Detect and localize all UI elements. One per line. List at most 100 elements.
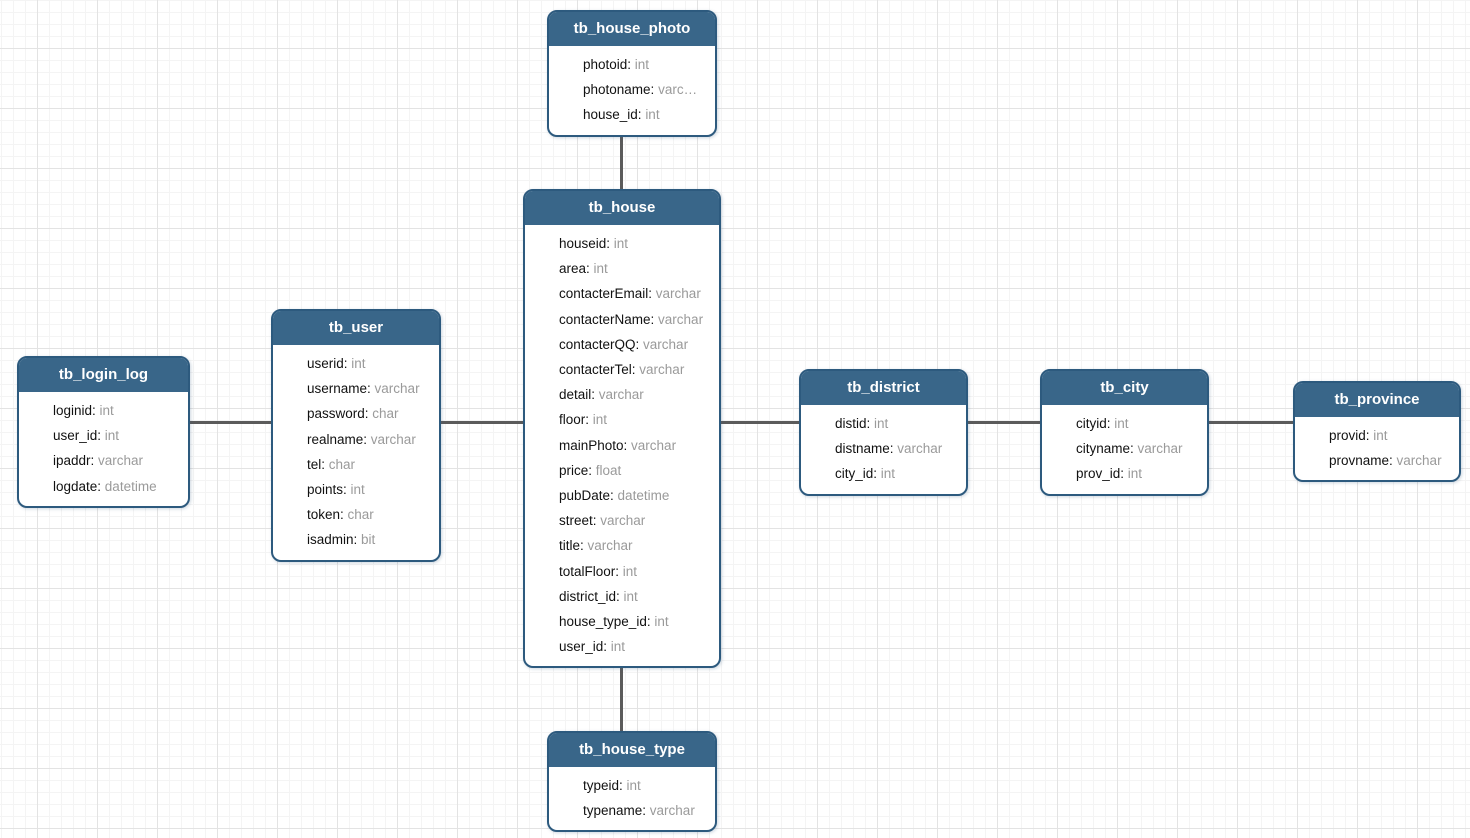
field-name: points: — [307, 482, 351, 498]
entity-title-tb_house_photo[interactable]: tb_house_photo — [549, 12, 715, 46]
field-type: int — [622, 563, 638, 579]
field-realname[interactable]: realname: varchar — [307, 427, 433, 452]
field-city_id[interactable]: city_id: int — [835, 461, 960, 486]
field-title[interactable]: title: varchar — [559, 533, 713, 558]
field-token[interactable]: token: char — [307, 502, 433, 527]
relationship-connector-house_photo-house[interactable] — [620, 131, 623, 191]
field-area[interactable]: area: int — [559, 256, 713, 281]
field-name: cityid: — [1076, 416, 1115, 431]
field-name: token: — [307, 507, 348, 523]
field-street[interactable]: street: varchar — [559, 508, 713, 533]
field-totalFloor[interactable]: totalFloor: int — [559, 559, 713, 584]
field-provname[interactable]: provname: varchar — [1329, 448, 1453, 473]
field-prov_id[interactable]: prov_id: int — [1076, 461, 1201, 486]
entity-title-tb_user[interactable]: tb_user — [273, 311, 439, 345]
field-password[interactable]: password: char — [307, 401, 433, 426]
field-cityid[interactable]: cityid: int — [1076, 411, 1201, 436]
field-contacterQQ[interactable]: contacterQQ: varchar — [559, 332, 713, 357]
field-type: float — [595, 462, 622, 478]
field-house_type_id[interactable]: house_type_id: int — [559, 609, 713, 634]
entity-title-tb_login_log[interactable]: tb_login_log — [19, 358, 188, 392]
field-ipaddr[interactable]: ipaddr: varchar — [53, 448, 182, 473]
entity-title-tb_house_type[interactable]: tb_house_type — [549, 733, 715, 767]
field-type: varchar — [643, 336, 689, 352]
entity-title-tb_district[interactable]: tb_district — [801, 371, 966, 405]
field-photoid[interactable]: photoid: int — [583, 52, 709, 77]
field-name: title: — [559, 538, 588, 554]
field-isadmin[interactable]: isadmin: bit — [307, 527, 433, 552]
field-mainPhoto[interactable]: mainPhoto: varchar — [559, 433, 713, 458]
field-contacterTel[interactable]: contacterTel: varchar — [559, 357, 713, 382]
field-tel[interactable]: tel: char — [307, 452, 433, 477]
field-name: provname: — [1329, 453, 1397, 469]
field-name: floor: — [559, 412, 593, 428]
field-name: houseid: — [559, 236, 614, 251]
relationship-connector-user-house[interactable] — [439, 421, 525, 424]
field-type: int — [592, 412, 608, 428]
field-type: int — [654, 614, 669, 630]
field-pubDate[interactable]: pubDate: datetime — [559, 483, 713, 508]
field-type: int — [1127, 466, 1143, 482]
field-contacterName[interactable]: contacterName: varchar — [559, 307, 713, 332]
field-name: mainPhoto: — [559, 437, 632, 453]
field-type: varchar — [649, 803, 695, 819]
field-district_id[interactable]: district_id: int — [559, 584, 713, 609]
field-contacterEmail[interactable]: contacterEmail: varchar — [559, 281, 713, 306]
field-distname[interactable]: distname: varchar — [835, 436, 960, 461]
field-userid[interactable]: userid: int — [307, 351, 433, 376]
field-type: int — [613, 236, 629, 251]
relationship-connector-login_log-user[interactable] — [188, 421, 273, 424]
relationship-connector-house-house_type[interactable] — [620, 663, 623, 733]
field-name: contacterTel: — [559, 362, 640, 378]
field-type: int — [104, 428, 120, 444]
field-price[interactable]: price: float — [559, 458, 713, 483]
entity-title-tb_province[interactable]: tb_province — [1295, 383, 1459, 417]
field-type: bit — [361, 532, 376, 548]
field-type: datetime — [617, 488, 670, 504]
field-name: distid: — [835, 416, 875, 431]
field-name: loginid: — [53, 403, 100, 418]
field-provid[interactable]: provid: int — [1329, 423, 1453, 448]
field-user_id[interactable]: user_id: int — [53, 423, 182, 448]
relationship-connector-house-district[interactable] — [719, 421, 801, 424]
field-type: int — [1114, 416, 1129, 431]
field-name: typeid: — [583, 778, 627, 793]
field-name: user_id: — [559, 639, 611, 655]
field-type: varchar — [658, 311, 704, 327]
field-name: username: — [307, 381, 375, 397]
field-loginid[interactable]: loginid: int — [53, 398, 182, 423]
field-logdate[interactable]: logdate: datetime — [53, 474, 182, 499]
field-typename[interactable]: typename: varchar — [583, 798, 709, 823]
field-type: varc… — [658, 82, 698, 98]
field-cityname[interactable]: cityname: varchar — [1076, 436, 1201, 461]
field-points[interactable]: points: int — [307, 477, 433, 502]
field-user_id[interactable]: user_id: int — [559, 634, 713, 659]
field-floor[interactable]: floor: int — [559, 407, 713, 432]
field-houseid[interactable]: houseid: int — [559, 231, 713, 256]
field-name: contacterQQ: — [559, 336, 644, 352]
field-typeid[interactable]: typeid: int — [583, 773, 709, 798]
field-username[interactable]: username: varchar — [307, 376, 433, 401]
entity-title-tb_house[interactable]: tb_house — [525, 191, 719, 225]
field-type: int — [350, 482, 365, 498]
field-distid[interactable]: distid: int — [835, 411, 960, 436]
entity-title-tb_city[interactable]: tb_city — [1042, 371, 1207, 405]
relationship-connector-district-city[interactable] — [966, 421, 1042, 424]
field-photoname[interactable]: photoname: varc… — [583, 77, 709, 102]
relationship-connector-city-province[interactable] — [1207, 421, 1295, 424]
field-detail[interactable]: detail: varchar — [559, 382, 713, 407]
field-house_id[interactable]: house_id: int — [583, 102, 709, 127]
